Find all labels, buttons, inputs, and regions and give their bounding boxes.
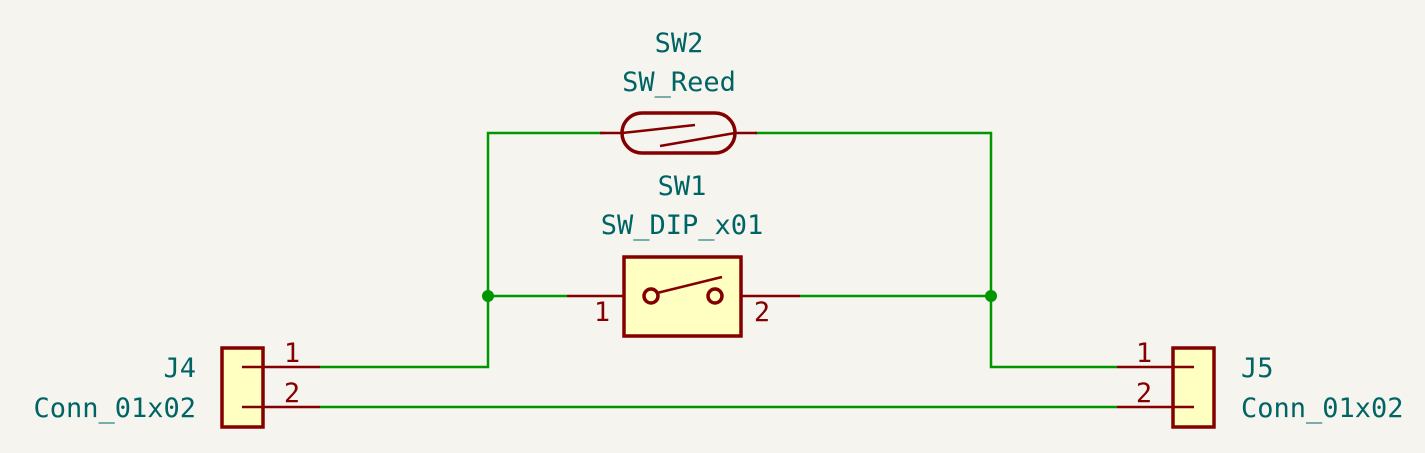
sw1-lever <box>656 275 723 295</box>
wire-j4-pin1 <box>320 296 490 369</box>
wires <box>320 131 1117 409</box>
sw1-contact-right <box>706 287 724 305</box>
j4-pin2-number: 2 <box>284 378 300 409</box>
sw1-contact-left <box>642 287 660 305</box>
j5-body <box>1171 346 1216 429</box>
sw1-value: SW_DIP_x01 <box>601 210 764 241</box>
j4-reference: J4 <box>163 353 196 384</box>
wire-top-loop <box>486 131 993 296</box>
j5-pin1-number: 1 <box>1136 338 1152 369</box>
sw2-reed-contact-2 <box>659 131 736 148</box>
j5-reference: J5 <box>1241 353 1274 384</box>
wire-j5-pin1 <box>989 296 1117 369</box>
j4-pin1-number: 1 <box>284 338 300 369</box>
j5-connector[interactable] <box>1117 346 1216 429</box>
j5-value: Conn_01x02 <box>1241 393 1404 424</box>
sw1-dip-switch[interactable] <box>567 255 800 338</box>
junction-left <box>482 290 494 302</box>
sw2-reed-switch[interactable] <box>600 111 757 155</box>
sw2-reference: SW2 <box>655 28 704 59</box>
j4-body <box>220 346 265 429</box>
j5-pin2-number: 2 <box>1136 378 1152 409</box>
junction-right <box>985 290 997 302</box>
sw2-glass-capsule <box>620 111 737 155</box>
sw1-pin2-number: 2 <box>754 297 770 328</box>
sw1-reference: SW1 <box>658 171 707 202</box>
sw2-value: SW_Reed <box>622 67 736 98</box>
sw1-pin1-number: 1 <box>594 297 610 328</box>
sw2-reed-contact-1 <box>621 123 696 135</box>
j4-connector[interactable] <box>220 346 320 429</box>
j4-value: Conn_01x02 <box>33 393 196 424</box>
